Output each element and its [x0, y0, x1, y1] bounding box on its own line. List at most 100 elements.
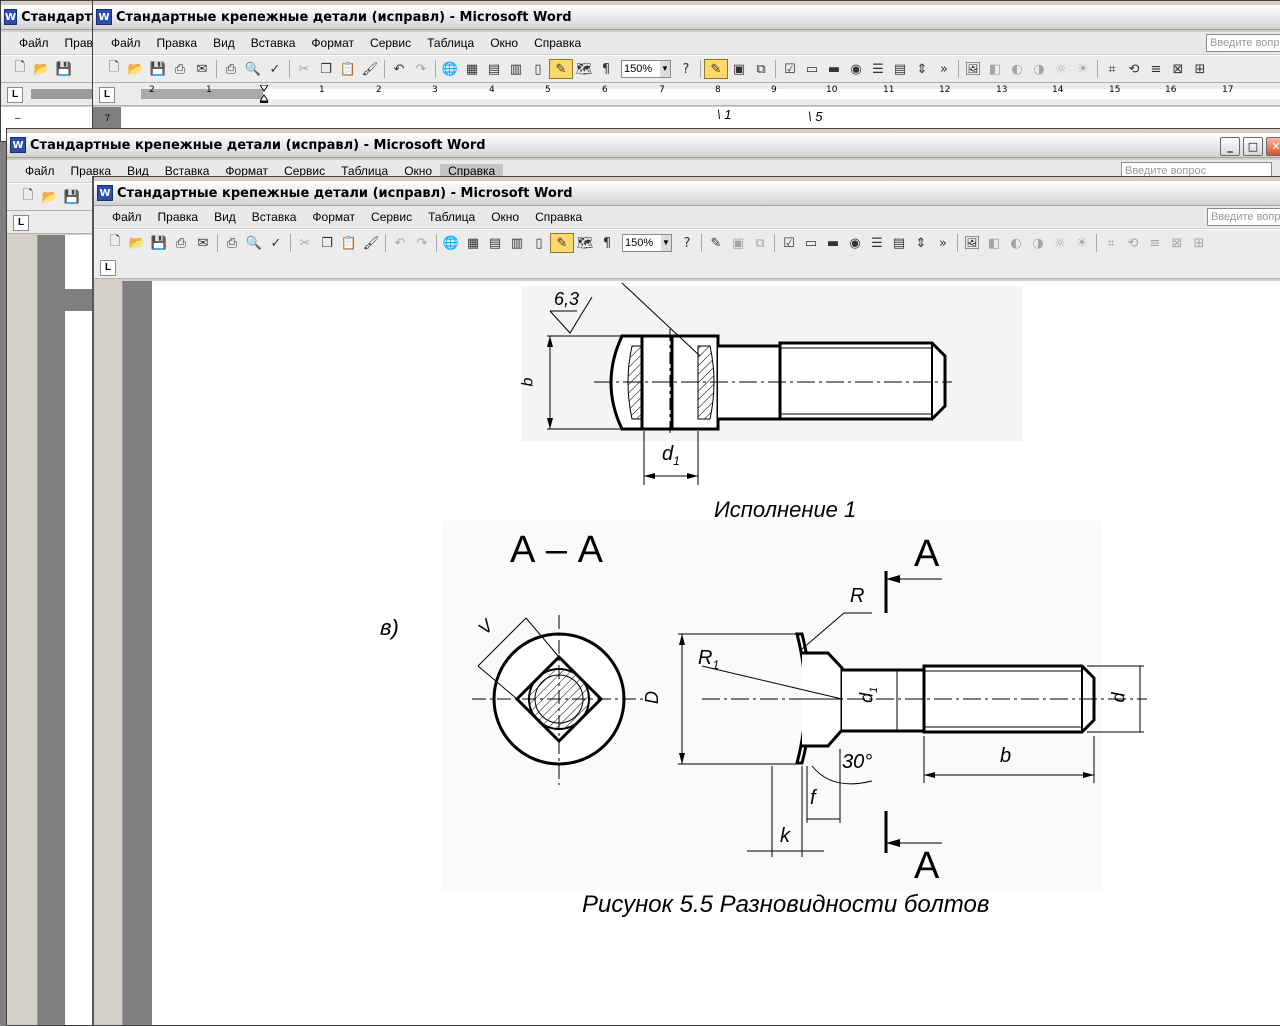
drawing-icon[interactable]: ✎	[550, 233, 574, 253]
crop-icon[interactable]: ⌗	[1107, 235, 1115, 251]
redo-icon[interactable]: ↷	[416, 235, 428, 251]
menu-tools[interactable]: Сервис	[284, 164, 326, 178]
new-document-icon[interactable]: 🗋	[14, 60, 26, 75]
document-map-icon[interactable]: 🗺	[576, 235, 594, 251]
image-icon[interactable]: 🖼	[964, 61, 982, 77]
save-icon[interactable]: 💾	[55, 61, 73, 77]
open-folder-icon[interactable]: 📂	[128, 235, 146, 251]
paste-icon[interactable]: 📋	[339, 61, 357, 77]
minimize-button[interactable]: _	[1220, 137, 1240, 156]
checkbox-icon[interactable]: ☑	[784, 61, 796, 77]
menu-table[interactable]: Таблица	[427, 36, 475, 50]
more-icon[interactable]: »	[940, 61, 948, 77]
vertical-ruler[interactable]	[94, 281, 123, 1025]
ask-question-box[interactable]: Введите вопрос	[1207, 208, 1280, 226]
insert-excel-icon[interactable]: ▥	[510, 235, 524, 251]
contrast-icon[interactable]: ◐	[1010, 235, 1022, 251]
title-bar[interactable]: W Стандартные крепежные детали (исправл)…	[93, 5, 1280, 30]
cut-icon[interactable]: ✂	[298, 61, 310, 77]
menu-help[interactable]: Справка	[440, 164, 504, 178]
maximize-button[interactable]: □	[1243, 137, 1263, 156]
show-hide-icon[interactable]: ¶	[601, 61, 611, 77]
contrast-icon[interactable]: ◐	[1011, 61, 1023, 77]
menu-tools[interactable]: Сервис	[370, 36, 412, 50]
button-icon[interactable]: ▬	[827, 61, 841, 77]
listbox-icon[interactable]: ☰	[871, 235, 883, 251]
menu-insert[interactable]: Вставка	[250, 36, 296, 50]
spinner-icon[interactable]: ⇕	[915, 235, 927, 251]
tab-selector[interactable]: L	[99, 87, 115, 103]
combobox-icon[interactable]: ▤	[893, 61, 907, 77]
menu-edit[interactable]: Правка	[157, 210, 199, 224]
menu-help[interactable]: Справка	[534, 36, 582, 50]
brightness-up-icon[interactable]: ☼	[1054, 235, 1066, 251]
insert-table-icon[interactable]: ▤	[488, 235, 502, 251]
tab-selector[interactable]: L	[7, 87, 23, 103]
checkbox-icon[interactable]: ☑	[783, 235, 795, 251]
image-control-icon[interactable]: ◧	[988, 61, 1002, 77]
tables-borders-icon[interactable]: ▦	[465, 61, 479, 77]
track-changes-icon[interactable]: ▣	[731, 235, 745, 251]
menu-insert[interactable]: Вставка	[164, 164, 210, 178]
help-icon[interactable]: ?	[683, 235, 691, 251]
image-icon[interactable]: 🖼	[963, 235, 981, 251]
open-folder-icon[interactable]: 📂	[33, 61, 51, 77]
horizontal-ruler[interactable]: L 2 1 1 2 3 4 5 6 7 8 9 10 11 12 13 14 1…	[93, 83, 1280, 106]
copy-icon[interactable]: ❐	[321, 235, 333, 251]
spelling-icon[interactable]: ✓	[269, 61, 281, 77]
close-button[interactable]: ✕	[1266, 137, 1280, 156]
menu-insert[interactable]: Вставка	[251, 210, 297, 224]
title-bar[interactable]: W Стандартные крепежные детали (исправл)…	[94, 181, 1280, 206]
more-icon[interactable]: »	[939, 235, 947, 251]
menu-edit[interactable]: Правка	[156, 36, 198, 50]
menu-view[interactable]: Вид	[213, 36, 235, 50]
email-icon[interactable]: ✉	[197, 235, 209, 251]
menu-window[interactable]: Окно	[490, 36, 519, 50]
brightness-icon[interactable]: ◑	[1033, 61, 1045, 77]
copy-icon[interactable]: ❐	[320, 61, 332, 77]
compress-icon[interactable]: ⊠	[1171, 235, 1183, 251]
tab-selector[interactable]: L	[100, 260, 116, 276]
show-hide-icon[interactable]: ¶	[602, 235, 612, 251]
rotate-icon[interactable]: ⟲	[1128, 61, 1140, 77]
indent-marker[interactable]	[259, 84, 269, 103]
undo-icon[interactable]: ↶	[394, 235, 406, 251]
document-map-icon[interactable]: 🗺	[575, 61, 593, 77]
brightness-up-icon[interactable]: ☼	[1055, 61, 1067, 77]
text-field-icon[interactable]: ▭	[805, 61, 819, 77]
print-icon[interactable]: ⎙	[226, 235, 238, 251]
horizontal-ruler[interactable]: L	[94, 256, 1280, 279]
menu-view[interactable]: Вид	[127, 164, 149, 178]
print-preview-icon[interactable]: 🔍	[244, 61, 262, 77]
menu-format[interactable]: Формат	[311, 36, 355, 50]
crop-icon[interactable]: ⌗	[1108, 61, 1116, 77]
save-icon[interactable]: 💾	[149, 61, 167, 77]
menu-table[interactable]: Таблица	[341, 164, 389, 178]
title-bar[interactable]: W Стандартн	[1, 5, 101, 30]
reviewing-icon[interactable]: ⧉	[756, 61, 766, 77]
radio-icon[interactable]: ◉	[850, 61, 862, 77]
save-icon[interactable]: 💾	[150, 235, 168, 251]
image-control-icon[interactable]: ◧	[987, 235, 1001, 251]
ask-question-box[interactable]: Введите вопрос	[1206, 34, 1280, 52]
title-bar[interactable]: W Стандартные крепежные детали (исправл)…	[7, 133, 1280, 158]
open-folder-icon[interactable]: 📂	[127, 61, 145, 77]
button-icon[interactable]: ▬	[826, 235, 840, 251]
save-icon[interactable]: 💾	[63, 189, 81, 205]
open-folder-icon[interactable]: 📂	[41, 189, 59, 205]
radio-icon[interactable]: ◉	[849, 235, 861, 251]
menu-file[interactable]: Файл	[19, 36, 49, 50]
edit-icon[interactable]: ✎	[710, 235, 722, 251]
redo-icon[interactable]: ↷	[415, 61, 427, 77]
print-icon[interactable]: ⎙	[225, 61, 237, 77]
format-painter-icon[interactable]: 🖌	[361, 61, 379, 77]
compress-icon[interactable]: ⊠	[1172, 61, 1184, 77]
brightness-down-icon[interactable]: ☀	[1076, 235, 1088, 251]
permission-icon[interactable]: ⎙	[175, 235, 187, 251]
line-style-icon[interactable]: ≡	[1149, 235, 1161, 251]
reviewing-icon[interactable]: ⧉	[755, 235, 765, 251]
spinner-icon[interactable]: ⇕	[916, 61, 928, 77]
brightness-icon[interactable]: ◑	[1032, 235, 1044, 251]
horizontal-ruler[interactable]: L	[1, 83, 101, 106]
hyperlink-icon[interactable]: 🌐	[441, 61, 459, 77]
